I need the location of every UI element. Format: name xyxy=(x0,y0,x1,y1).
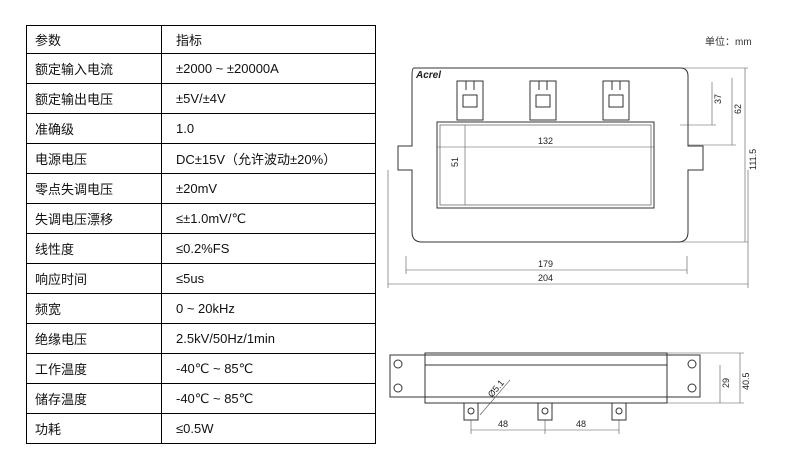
value-cell: ≤±1.0mV/℃ xyxy=(161,203,376,234)
table-row: 零点失调电压±20mV xyxy=(26,173,376,204)
terminal-1 xyxy=(456,80,484,121)
header-param: 参数 xyxy=(26,25,162,54)
param-cell: 响应时间 xyxy=(26,263,162,294)
center-window xyxy=(436,121,655,209)
param-cell: 准确级 xyxy=(26,113,162,144)
table-row: 线性度≤0.2%FS xyxy=(26,233,376,264)
table-row: 响应时间≤5us xyxy=(26,263,376,294)
dim-51: 51 xyxy=(450,157,460,167)
param-cell: 额定输出电压 xyxy=(26,83,162,114)
dimension-drawing: Acrel 132 51 179 204 37 62 111.5 48 48 2… xyxy=(387,67,758,434)
dim-hole: Ø5.1 xyxy=(486,378,506,399)
value-cell: ≤0.5W xyxy=(161,413,376,444)
param-cell: 额定输入电流 xyxy=(26,53,162,84)
dim-29: 29 xyxy=(721,378,731,388)
unit-label: 单位：mm xyxy=(705,37,752,48)
dim-204: 204 xyxy=(538,273,553,283)
table-row: 功耗≤0.5W xyxy=(26,413,376,444)
terminal-2 xyxy=(529,80,557,121)
param-cell: 失调电压漂移 xyxy=(26,203,162,234)
header-value: 指标 xyxy=(161,25,376,54)
table-row: 额定输入电流±2000 ~ ±20000A xyxy=(26,53,376,84)
dim-111-5: 111.5 xyxy=(748,149,758,170)
param-cell: 电源电压 xyxy=(26,143,162,174)
param-cell: 功耗 xyxy=(26,413,162,444)
value-cell: ≤0.2%FS xyxy=(161,233,376,264)
param-cell: 线性度 xyxy=(26,233,162,264)
dim-132: 132 xyxy=(538,136,553,146)
terminal-3 xyxy=(602,80,630,121)
value-cell: ≤5us xyxy=(161,263,376,294)
logo-text: Acrel xyxy=(415,70,441,81)
value-cell: ±2000 ~ ±20000A xyxy=(161,53,376,84)
dim-179: 179 xyxy=(538,259,553,269)
dim-37: 37 xyxy=(713,94,723,104)
table-row: 额定输出电压±5V/±4V xyxy=(26,83,376,114)
param-cell: 频宽 xyxy=(26,293,162,324)
dim-48-a: 48 xyxy=(498,419,508,429)
value-cell: DC±15V（允许波动±20%） xyxy=(161,143,376,174)
param-cell: 绝缘电压 xyxy=(26,323,162,354)
param-cell: 储存温度 xyxy=(26,383,162,414)
value-cell: 1.0 xyxy=(161,113,376,144)
dim-40-5: 40.5 xyxy=(741,372,751,390)
value-cell: 0 ~ 20kHz xyxy=(161,293,376,324)
param-cell: 工作温度 xyxy=(26,353,162,384)
value-cell: -40℃ ~ 85℃ xyxy=(161,353,376,384)
value-cell: ±20mV xyxy=(161,173,376,204)
value-cell: 2.5kV/50Hz/1min xyxy=(161,323,376,354)
value-cell: -40℃ ~ 85℃ xyxy=(161,383,376,414)
dim-48-b: 48 xyxy=(576,419,586,429)
side-flange xyxy=(389,354,701,398)
dim-62: 62 xyxy=(733,104,743,114)
table-row: 储存温度-40℃ ~ 85℃ xyxy=(26,383,376,414)
table-header-row: 参数 指标 xyxy=(26,25,376,54)
table-row: 工作温度-40℃ ~ 85℃ xyxy=(26,353,376,384)
table-row: 失调电压漂移≤±1.0mV/℃ xyxy=(26,203,376,234)
value-cell: ±5V/±4V xyxy=(161,83,376,114)
sensor-outline xyxy=(397,67,704,243)
param-cell: 零点失调电压 xyxy=(26,173,162,204)
side-body xyxy=(424,352,668,404)
